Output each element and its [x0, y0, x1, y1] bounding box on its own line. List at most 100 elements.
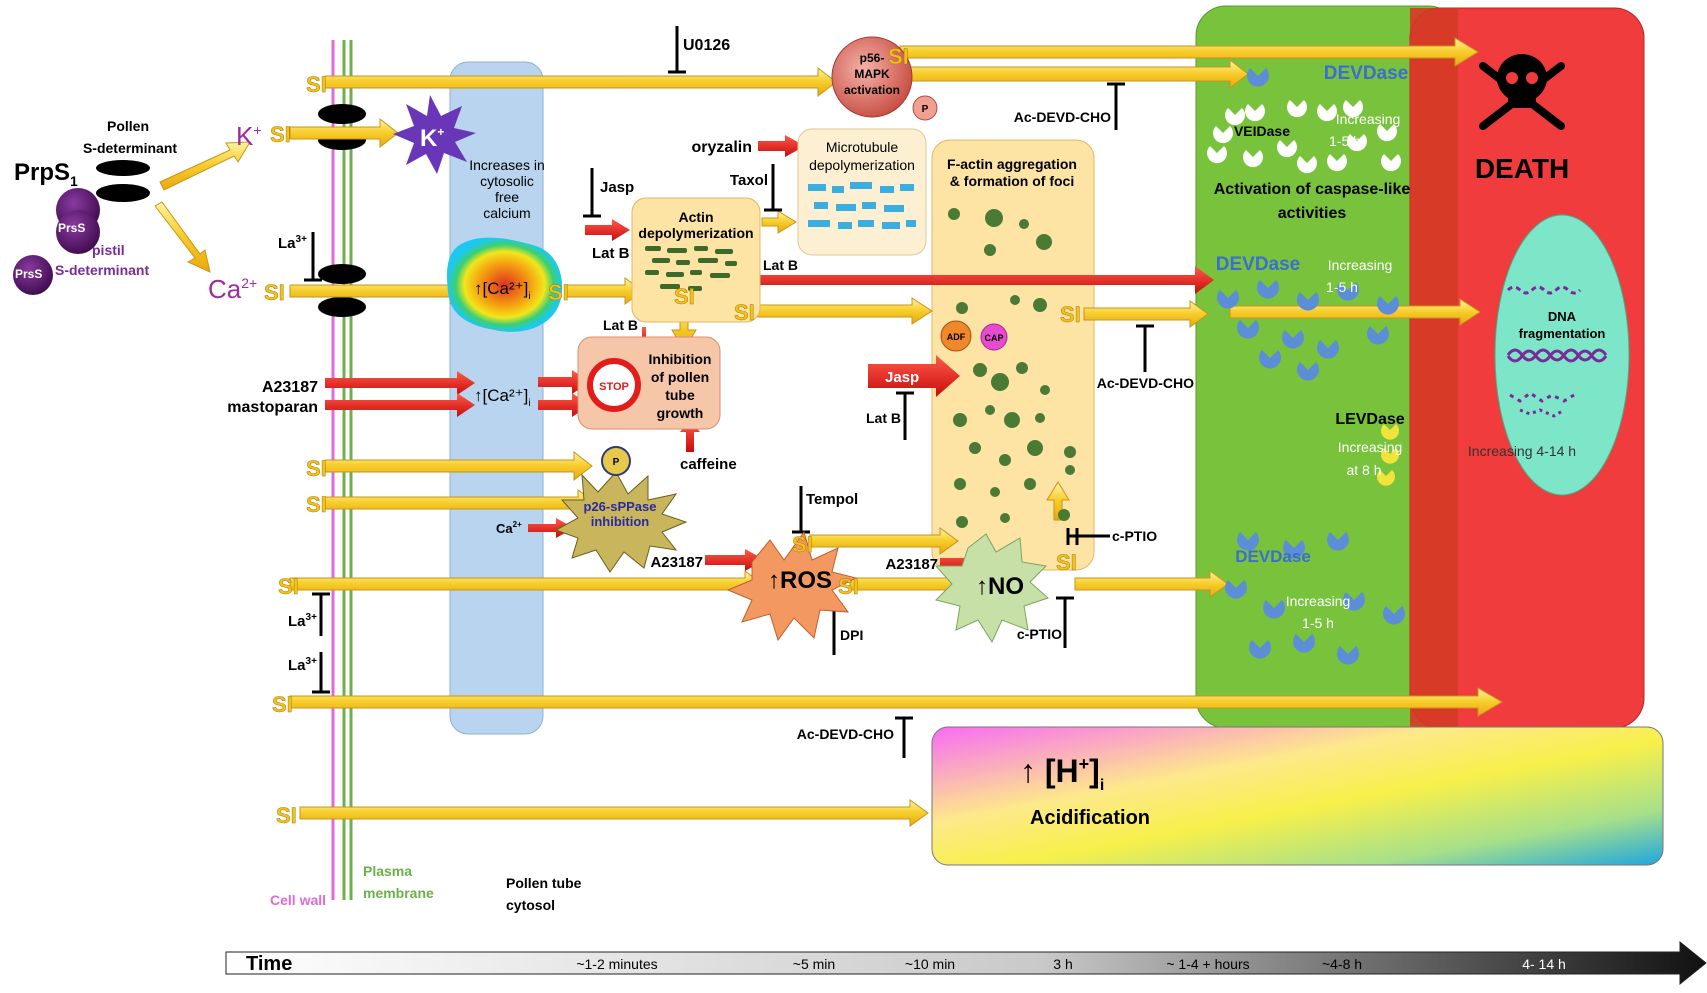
microtubule-label-2: depolymerization	[809, 157, 915, 173]
timeline-bar	[225, 940, 1707, 986]
si-label-16: SI	[276, 803, 297, 828]
actin-filaments	[645, 246, 737, 291]
timeline-mark-5: ~ 1-4 + hours	[1166, 956, 1249, 972]
ros-label: ↑ROS	[768, 567, 832, 594]
si-label-10: SI	[306, 492, 327, 517]
latb-label-4: Lat B	[866, 410, 901, 426]
red-arrows	[325, 135, 1214, 574]
timeline-title: Time	[246, 953, 292, 975]
veidase-label: VEIDase	[1234, 123, 1290, 139]
inc-414-label: Increasing 4-14 h	[1468, 443, 1576, 459]
prss-label-b: PrsS	[15, 267, 42, 281]
si-label-8: SI	[1060, 302, 1081, 327]
dna-strand-5	[1519, 408, 1565, 418]
la-label-2: La3+	[288, 612, 317, 630]
acid-label: Acidification	[1030, 807, 1150, 829]
timeline-mark-3: ~10 min	[905, 956, 955, 972]
mastoparan-label: mastoparan	[227, 399, 318, 416]
si-label-11: SI	[792, 532, 813, 557]
actin-box	[631, 197, 761, 323]
increases-label-1: Increases in	[469, 157, 544, 173]
k-star	[393, 95, 476, 174]
prss-ligand-free	[13, 255, 53, 295]
plasma-label-1: Plasma	[363, 863, 412, 879]
p26-star	[554, 471, 688, 573]
cap-circle	[980, 323, 1008, 351]
dna-label-2: fragmentation	[1519, 326, 1606, 341]
devdase-label-1: DEVDase	[1324, 63, 1409, 84]
no-star	[934, 533, 1049, 644]
dna-strand-4	[1509, 391, 1575, 403]
cap-label: CAP	[984, 333, 1003, 343]
factin-label-2: & formation of foci	[950, 173, 1074, 189]
p56-label-2: MAPK	[854, 67, 890, 81]
inhibition-label-4: growth	[657, 405, 704, 421]
ca-label: Ca2+	[208, 274, 257, 304]
cptio-label-2: c-PTIO	[1017, 626, 1062, 642]
devdase-markers	[1217, 68, 1405, 665]
pollen-label: Pollen	[107, 118, 149, 134]
pollen-det-label: S-determinant	[83, 140, 177, 156]
dna-label-1: DNA	[1548, 309, 1577, 324]
si-label-2: SI	[888, 44, 909, 69]
dpi-label: DPI	[840, 627, 863, 643]
p26-p-label: P	[613, 457, 620, 468]
cytosolic-calcium-band	[449, 61, 544, 735]
prps-receptor-top	[96, 160, 150, 176]
microtubule-fragments	[808, 182, 916, 229]
p26-phospho	[601, 446, 631, 476]
ca-blob-label: ↑[Ca²⁺]i	[474, 279, 531, 302]
ros-star	[726, 530, 858, 642]
ca-blob	[447, 237, 563, 332]
pistil-det-label: S-determinant	[55, 262, 149, 278]
prss-ligand-2	[56, 210, 100, 254]
f-actin-panel	[931, 139, 1095, 571]
si-label-15: SI	[272, 692, 293, 717]
increases-label-4: calcium	[483, 205, 530, 221]
panel-overlap	[1410, 8, 1458, 728]
si-label-13: SI	[1056, 550, 1077, 575]
caspase-label-2: activities	[1278, 205, 1347, 222]
p26-label-1: p26-sPPase	[584, 499, 657, 514]
u0126-label: U0126	[683, 37, 730, 54]
la-label-1: La3+	[278, 234, 307, 252]
cytosol-label-2: cytosol	[506, 897, 555, 913]
levdase-markers	[1377, 424, 1400, 486]
p56-p-label: P	[922, 104, 929, 115]
si-label-6: SI	[674, 284, 695, 309]
la-label-3: La3+	[288, 656, 317, 674]
si-label-7: SI	[734, 300, 755, 325]
channel-ca-2	[318, 297, 366, 317]
inhibition-label-3: tube	[665, 387, 695, 403]
no-label: ↑NO	[976, 573, 1024, 600]
k-label: K+	[236, 121, 262, 151]
ca-small-label: Ca2+	[496, 520, 522, 536]
channel-ca	[318, 264, 366, 284]
timeline-mark-7: 4- 14 h	[1522, 956, 1566, 972]
increasing-label-2: Increasing	[1328, 257, 1393, 273]
pistil-label: pistil	[92, 242, 125, 258]
latb-label-1: Lat B	[592, 245, 630, 262]
p56-phospho	[912, 95, 938, 121]
dna-strand-1	[1506, 285, 1582, 295]
timeline-mark-2: ~5 min	[793, 956, 835, 972]
skull-icon	[1479, 54, 1565, 130]
prss-label-a: PrsS	[58, 221, 85, 235]
caffeine-label: caffeine	[680, 456, 737, 473]
p56-label-1: p56-	[860, 51, 885, 65]
inc-15-label-2: 1-5 h	[1326, 279, 1358, 295]
latb-label-3: Lat B	[603, 317, 638, 333]
factin-label-1: F-actin aggregation	[947, 156, 1077, 172]
timeline-mark-6: ~4-8 h	[1322, 956, 1362, 972]
acidification-panel	[931, 726, 1664, 866]
taxol-label: Taxol	[730, 172, 768, 189]
si-label-12: SI	[838, 574, 859, 599]
latb-label-2: Lat B	[763, 257, 798, 273]
dna-strand-3	[1506, 349, 1608, 363]
cytosol-label-1: Pollen tube	[506, 875, 582, 891]
si-label-9: SI	[306, 456, 327, 481]
si-label-14: SI	[278, 574, 299, 599]
inhibition-label-2: of pollen	[651, 369, 709, 385]
